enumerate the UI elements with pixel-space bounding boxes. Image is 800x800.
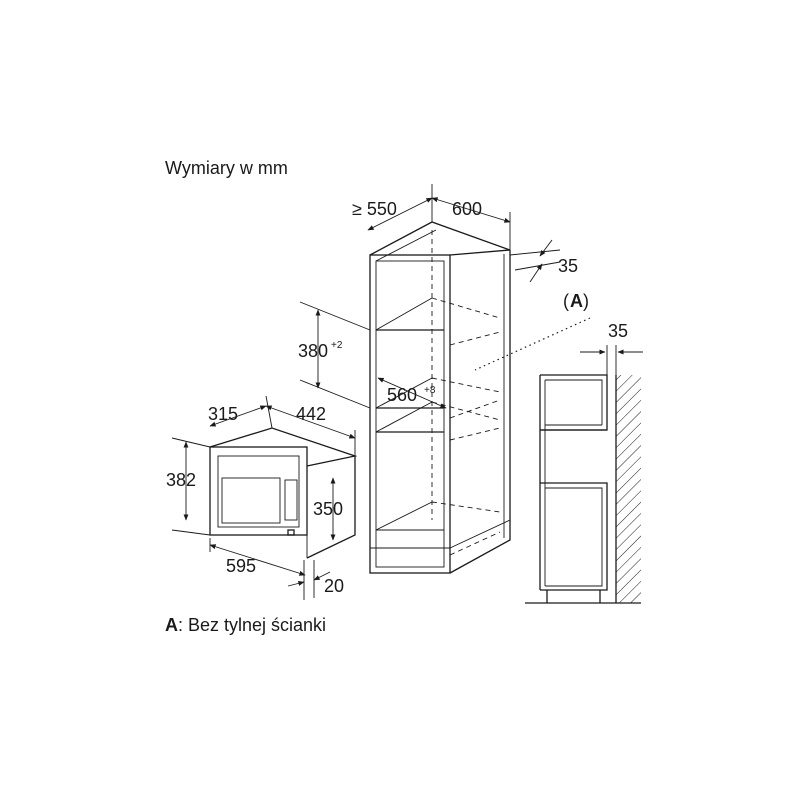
hidden-shelf-bottom [431, 501, 501, 513]
cabinet-top [369, 221, 511, 256]
cabinet-gap-dimension: 35 [509, 239, 578, 283]
callout-key: A [570, 291, 583, 311]
plinth-side [449, 519, 511, 549]
microwave [209, 427, 358, 559]
legend-text: : Bez tylnej ścianki [178, 615, 326, 635]
mw-frame-arrow-1 [287, 580, 305, 587]
niche-height-ext-top [299, 301, 371, 331]
hidden-shelf-2 [431, 377, 501, 393]
side-upper-cabinet [540, 374, 608, 431]
microwave-dimensions: 315 442 382 350 595 20 [166, 395, 356, 600]
shelf-1-depth [375, 297, 433, 331]
cabinet-depth-min-label: ≥ 550 [352, 199, 397, 219]
mw-height-ext-bottom [171, 529, 211, 536]
niche-height-dimension: 380 +2 [298, 301, 371, 409]
microwave-frame [209, 446, 308, 536]
niche-height-tolerance: +2 [331, 340, 343, 351]
mw-frame-label: 20 [324, 576, 344, 596]
hidden-shelf-3 [431, 401, 501, 421]
cabinet-gap-label: 35 [558, 256, 578, 276]
microwave-side [306, 456, 356, 559]
mw-depth-ext [265, 395, 273, 429]
hidden-shelf-2b [449, 399, 501, 419]
microwave-top [209, 427, 358, 467]
shelf-3-depth [375, 401, 433, 433]
gap-arrow-2 [529, 263, 543, 283]
callout-close: ) [583, 291, 589, 311]
side-upper-inner [545, 379, 603, 425]
side-lower-inner [545, 487, 603, 587]
side-lower-cabinet [540, 482, 608, 591]
niche-width-arrow [377, 377, 447, 409]
legend: A: Bez tylnej ścianki [165, 615, 326, 635]
mw-width-arrow [209, 544, 306, 576]
gap-extension-2 [514, 261, 561, 271]
niche-height-ext-bottom [299, 379, 371, 409]
mw-frame-arrow-2 [313, 571, 331, 581]
gap-extension-1 [509, 249, 561, 256]
side-gap-label: 35 [608, 321, 628, 341]
mw-height-label: 382 [166, 470, 196, 490]
niche-height-label: 380 [298, 341, 328, 361]
side-view: 35 [525, 321, 643, 604]
niche-width-label: 560 [387, 385, 417, 405]
hidden-shelf-1b [449, 331, 501, 346]
niche-width-dimension: 560 +8 [377, 377, 447, 409]
mw-height-ext-top [171, 437, 211, 448]
legend-key: A [165, 615, 178, 635]
cabinet-top-inner [375, 229, 437, 262]
microwave-control-panel [284, 479, 298, 521]
cabinet-width-label: 600 [452, 199, 482, 219]
wall-hatching [616, 375, 641, 603]
title: Wymiary w mm [165, 158, 288, 178]
cabinet-top-dimensions: ≥ 550 600 [352, 184, 511, 250]
cabinet-front-inner [375, 260, 445, 568]
callout-a: ( A ) [474, 291, 591, 371]
callout-leader [474, 317, 591, 371]
cabinet-side [449, 250, 511, 574]
mw-depth-label: 315 [208, 404, 238, 424]
microwave-door-window [221, 477, 281, 524]
mw-topwidth-label: 442 [296, 404, 326, 424]
depth-arrow [367, 197, 433, 231]
callout-open: ( [563, 291, 569, 311]
hidden-plinth [449, 531, 501, 556]
mw-inner-height-label: 350 [313, 499, 343, 519]
gap-arrow-1 [539, 239, 553, 257]
microwave-frame-inner [217, 455, 300, 528]
mw-topwidth-arrow [265, 405, 356, 439]
shelf-bottom-depth [375, 501, 433, 531]
mw-width-label: 595 [226, 556, 256, 576]
width-arrow [431, 197, 511, 223]
hidden-shelf-1 [431, 297, 501, 319]
niche-width-tolerance: +8 [424, 385, 436, 396]
hidden-shelf-3b [449, 427, 501, 441]
mw-depth-arrow [209, 405, 267, 427]
microwave-button [287, 529, 295, 536]
